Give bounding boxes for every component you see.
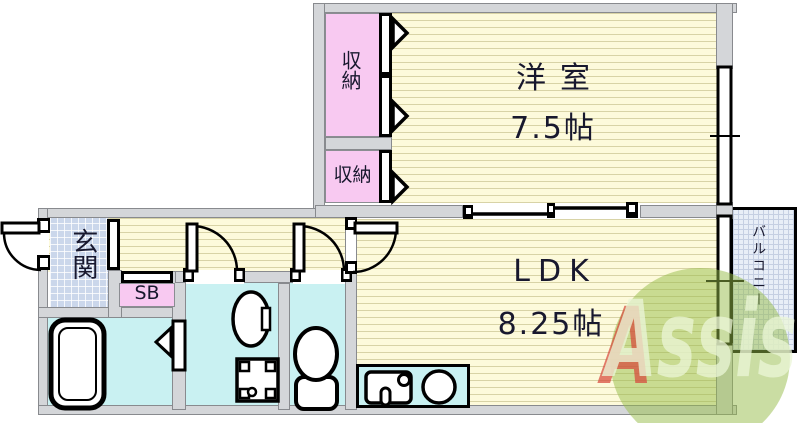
wall bbox=[640, 205, 717, 218]
shoe-box bbox=[119, 283, 175, 307]
wall bbox=[38, 208, 317, 218]
label-entrance: 玄関 bbox=[67, 228, 98, 280]
closet-upper bbox=[325, 13, 380, 137]
label-ldk: LDK bbox=[513, 254, 597, 289]
closet-door-panel bbox=[379, 75, 392, 137]
label-western-room: 洋室 bbox=[516, 61, 604, 96]
closet-door-panel bbox=[379, 13, 392, 75]
room-toilet bbox=[288, 283, 345, 405]
door-opening-washroom bbox=[186, 270, 244, 284]
wall bbox=[716, 3, 733, 69]
door-opening-entrance bbox=[37, 219, 49, 268]
closet-lower bbox=[325, 150, 380, 203]
wall bbox=[278, 283, 290, 410]
watermark-rest: ssist bbox=[656, 278, 800, 401]
hall-storage-panel bbox=[107, 219, 120, 270]
kitchen-counter bbox=[356, 364, 470, 408]
closet-door-panel bbox=[379, 150, 392, 203]
label-closet-lower: 収納 bbox=[333, 164, 372, 186]
label-closet-upper: 収納 bbox=[338, 50, 362, 90]
wall bbox=[325, 137, 392, 150]
wall bbox=[716, 202, 733, 219]
label-ldk-area: 8.25帖 bbox=[497, 307, 605, 342]
wall bbox=[313, 3, 325, 218]
label-shoe-box: SB bbox=[134, 282, 160, 304]
room-washroom bbox=[186, 283, 278, 405]
watermark-text: AA ssist bbox=[601, 278, 800, 408]
hall-storage-panel bbox=[121, 271, 173, 283]
wall bbox=[313, 3, 737, 13]
wall bbox=[315, 205, 463, 218]
label-western-room-area: 7.5帖 bbox=[510, 111, 596, 146]
watermark-circle bbox=[610, 268, 790, 423]
door-opening-toilet bbox=[293, 270, 345, 284]
door-opening-sliding bbox=[463, 204, 640, 218]
door-opening-ldk bbox=[346, 221, 356, 269]
room-entrance bbox=[50, 218, 108, 308]
room-bathroom bbox=[48, 318, 174, 407]
